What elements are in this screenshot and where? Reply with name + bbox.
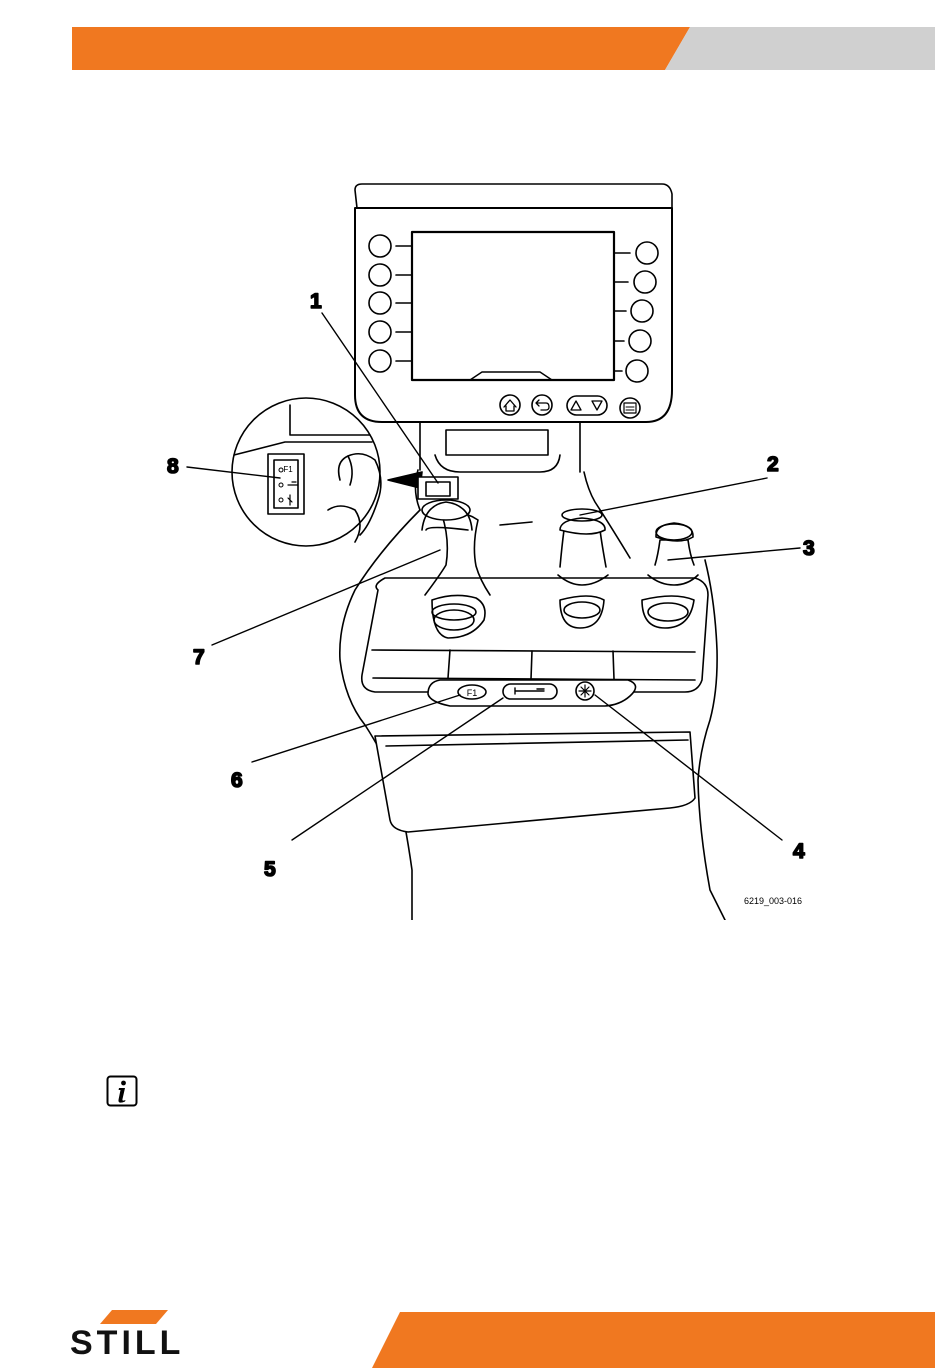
control-console-illustration: F1 F1 [150,180,830,920]
callout-7: 7 [193,646,205,669]
light-button [576,682,594,700]
info-icon [106,1075,138,1107]
footer-orange-bar [372,1312,935,1368]
callout-5: 5 [264,858,276,881]
figure-code: 6219_003-016 [744,896,802,906]
header-band [0,0,950,80]
callout-6: 6 [231,769,243,792]
callout-3: 3 [803,537,815,560]
callout-8: 8 [167,455,179,478]
inset-pointer-arrow [388,472,422,488]
header-orange-bar [72,27,690,70]
f1-button-label: F1 [467,688,478,698]
inset-f1-label: F1 [283,465,293,474]
display-mount [420,422,580,472]
callout-1: 1 [310,290,322,313]
still-logo: STILL [70,1310,235,1360]
callout-2: 2 [767,453,779,476]
header-gray-bar [665,27,935,70]
logo-text: STILL [70,1326,184,1360]
display-screen [412,232,614,380]
switch-1 [418,477,458,499]
callout-4: 4 [793,840,805,863]
display-unit [355,184,672,422]
